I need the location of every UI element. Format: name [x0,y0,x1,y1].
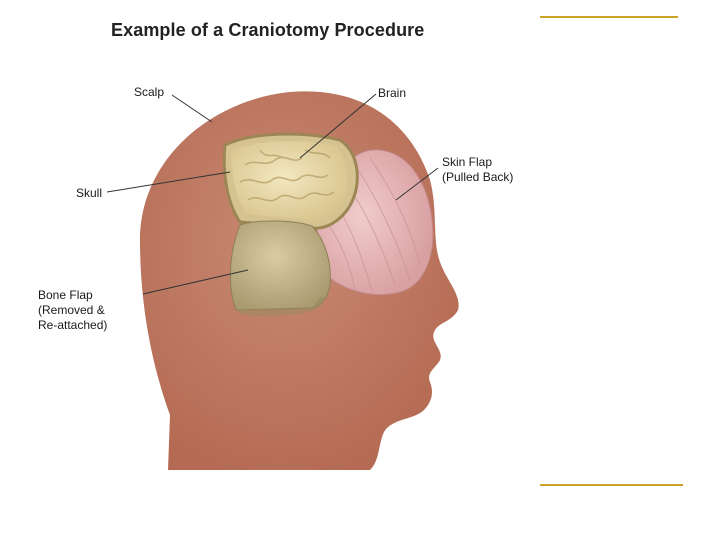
skull-label: Skull [76,186,102,201]
bone-flap-label: Bone Flap (Removed & Re-attached) [38,288,107,333]
skin-flap-label: Skin Flap (Pulled Back) [442,155,513,185]
scalp-label: Scalp [134,85,164,100]
scalp-leader [172,95,212,122]
bone-flap [230,221,330,310]
bone-flap-label-line3: Re-attached) [38,318,107,333]
bone-flap-label-line2: (Removed & [38,303,107,318]
brain-label: Brain [378,86,406,101]
bone-flap-label-line1: Bone Flap [38,288,107,303]
skin-flap-label-line2: (Pulled Back) [442,170,513,185]
skin-flap-label-line1: Skin Flap [442,155,513,170]
